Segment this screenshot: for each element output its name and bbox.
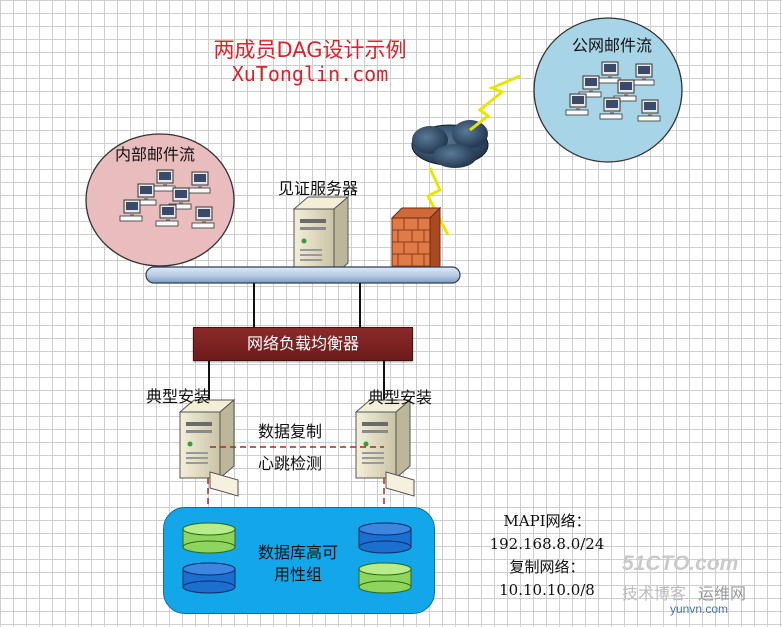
db-disk-green-left (182, 522, 236, 554)
db-group-label-line1: 数据库高可 (257, 543, 338, 562)
internal-mail-bubble (85, 133, 235, 267)
db-group-label-line2: 用性组 (273, 565, 322, 584)
heartbeat-label: 心跳检测 (258, 454, 323, 473)
replication-network-label: 复制网络： (509, 558, 585, 576)
watermark-yunwei: 运维网 (698, 584, 747, 603)
network-info: MAPI网络： 192.168.8.0/24 复制网络： 10.10.10.0/… (462, 510, 632, 602)
mailbox-server-left (179, 399, 239, 497)
mapi-network-label: MAPI网络： (503, 512, 591, 530)
witness-server-label: 见证服务器 (278, 179, 359, 198)
watermark: 51CTO.com 技术博客 运维网 yunvn.com (618, 552, 778, 622)
replication-label: 数据复制 (258, 422, 323, 441)
replication-network-value: 10.10.10.0/8 (499, 581, 595, 599)
witness-server (293, 196, 349, 276)
db-disk-blue-right (358, 522, 412, 554)
node-right-label: 典型安装 (368, 388, 433, 407)
lightning-bolt-upper (469, 74, 521, 132)
diagram-title: 两成员DAG设计示例 (213, 38, 407, 62)
load-balancer: 网络负载均衡器 (193, 327, 413, 361)
db-group-label: 数据库高可 用性组 (248, 542, 348, 586)
watermark-site: 51CTO.com (622, 552, 739, 575)
mailbox-server-right (355, 399, 415, 497)
db-disk-blue-left (182, 562, 236, 594)
watermark-blog: 技术博客 (622, 584, 687, 603)
internet-cloud (411, 120, 489, 168)
network-bus (145, 266, 461, 284)
public-mail-label: 公网邮件流 (572, 36, 653, 55)
internal-mail-label: 内部邮件流 (115, 145, 196, 164)
db-disk-green-right (358, 562, 412, 594)
watermark-url: yunvn.com (670, 602, 729, 616)
diagram-subtitle: XuTonglin.com (231, 62, 389, 86)
node-left-label: 典型安装 (146, 387, 211, 406)
public-mail-bubble (533, 17, 683, 163)
mapi-network-value: 192.168.8.0/24 (489, 535, 605, 553)
